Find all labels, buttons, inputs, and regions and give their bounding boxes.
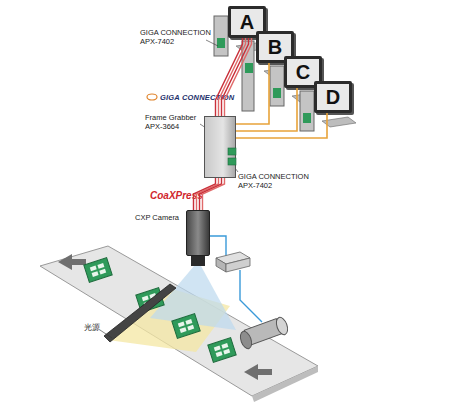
flow-arrow bbox=[58, 254, 86, 270]
leader-line bbox=[100, 330, 112, 338]
connector-line bbox=[225, 38, 252, 116]
leader-line bbox=[206, 40, 218, 46]
connector-line bbox=[222, 38, 249, 116]
coaxpress-cable bbox=[216, 38, 252, 116]
conveyor-belt bbox=[40, 246, 318, 396]
camera-lens bbox=[191, 256, 205, 266]
connector-line bbox=[236, 63, 269, 124]
conveyor-edge bbox=[252, 366, 318, 402]
computer-monitor: D bbox=[314, 81, 352, 113]
brand-logo: GIGA CONNECTION bbox=[160, 93, 250, 102]
logo-swirl bbox=[147, 94, 157, 100]
light-bar bbox=[104, 284, 176, 342]
node-text: B bbox=[268, 36, 282, 59]
light-source: 光源 bbox=[84, 322, 102, 334]
network-cable bbox=[236, 63, 269, 124]
product-label: GIGA CONNECTION APX-7402 bbox=[140, 28, 212, 46]
flow-arrow bbox=[244, 364, 272, 380]
connector-line bbox=[219, 38, 246, 116]
frame-grabber-pc: Frame Grabber APX-3664 bbox=[204, 116, 236, 178]
connector-line bbox=[216, 38, 243, 116]
controller-box-side bbox=[216, 258, 226, 272]
node-text: 光源 bbox=[84, 322, 102, 333]
circuit-boards bbox=[84, 258, 236, 363]
network-cable bbox=[236, 88, 297, 131]
node-text: CXP Camera bbox=[135, 213, 183, 222]
node-text: C bbox=[296, 61, 310, 84]
encoder bbox=[238, 316, 290, 350]
light-beam bbox=[108, 289, 230, 352]
camera-view bbox=[150, 266, 236, 330]
node-text: A bbox=[240, 11, 254, 34]
controller-box-front bbox=[226, 258, 250, 272]
controller-box bbox=[216, 252, 250, 264]
brand-logo: CoaXPress bbox=[150, 190, 220, 201]
network-cable bbox=[236, 113, 327, 138]
connector-line bbox=[236, 113, 327, 138]
node-text: Frame Grabber APX-3664 bbox=[145, 113, 201, 131]
product-label: GIGA CONNECTION APX-7402 bbox=[238, 172, 314, 190]
node-text: D bbox=[326, 86, 340, 109]
connector-line bbox=[236, 88, 297, 131]
connector-line bbox=[203, 178, 225, 210]
cxp-camera: CXP Camera bbox=[186, 210, 210, 256]
signal-cable bbox=[210, 236, 226, 256]
signal-cable bbox=[240, 270, 262, 322]
